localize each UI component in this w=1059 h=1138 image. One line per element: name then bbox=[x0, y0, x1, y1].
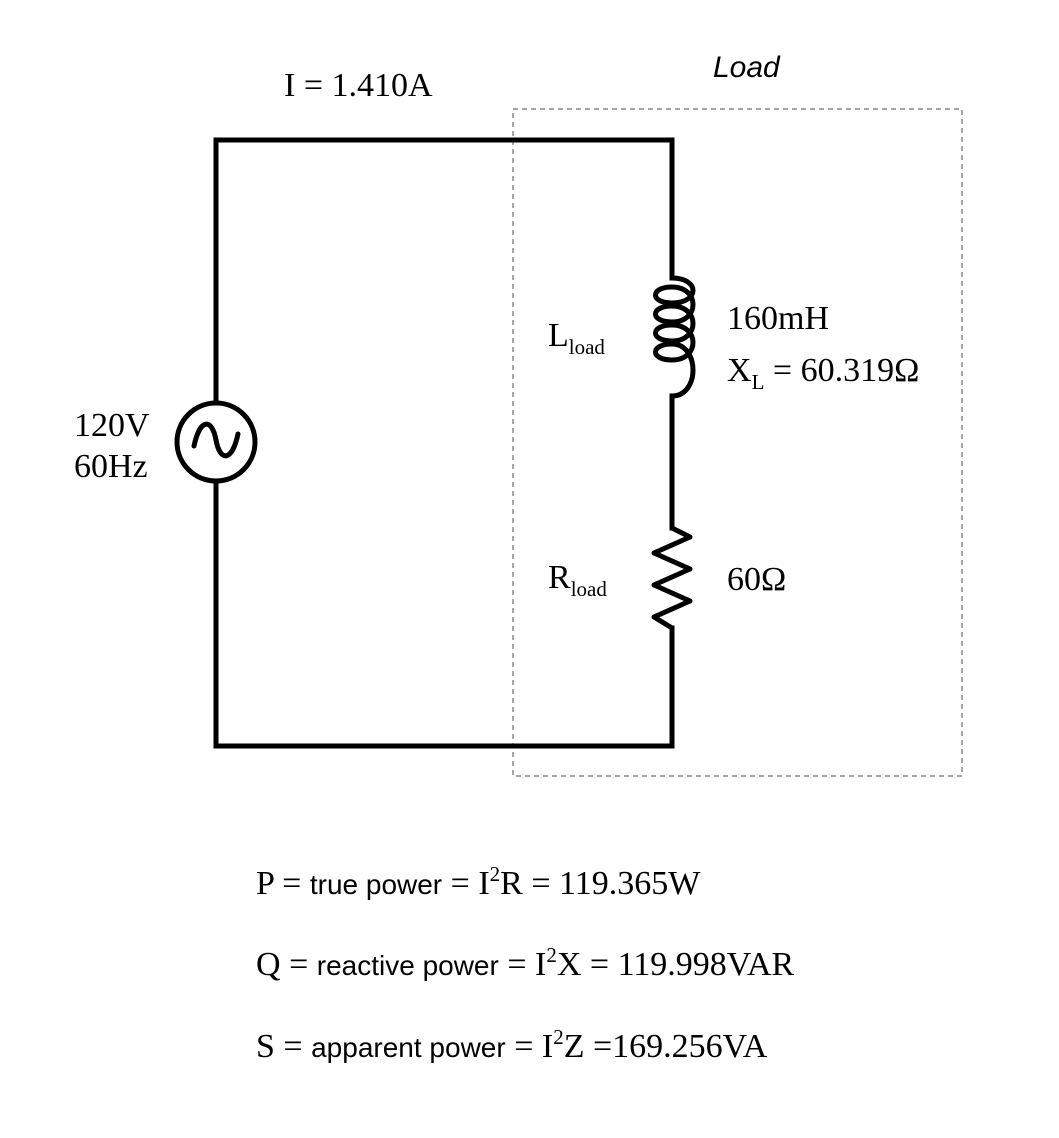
true-power-sup: 2 bbox=[490, 862, 501, 886]
inductor-coil bbox=[653, 275, 696, 399]
resistance-value: 60Ω bbox=[727, 561, 786, 598]
reactive-power-sup: 2 bbox=[546, 943, 557, 967]
resistor-name-label: Rload bbox=[548, 559, 607, 601]
reactance-sub: L bbox=[752, 370, 765, 394]
source-voltage-label: 120V bbox=[74, 407, 150, 444]
resistor-name-main: R bbox=[548, 559, 571, 596]
reactive-power-var: Q bbox=[256, 946, 281, 983]
source-frequency-label: 60Hz bbox=[74, 448, 148, 485]
sine-wave-icon bbox=[191, 421, 241, 459]
true-power-eq: = bbox=[274, 865, 310, 902]
apparent-power-var: S bbox=[256, 1028, 275, 1065]
apparent-power-equation: S = apparent power = I2Z =169.256VA bbox=[256, 1025, 768, 1065]
inductor-name-sub: load bbox=[569, 335, 606, 359]
ac-source-circle bbox=[174, 400, 258, 484]
load-boundary-box bbox=[512, 108, 963, 777]
resistor-zigzag bbox=[651, 525, 693, 631]
top-wire bbox=[213, 137, 675, 406]
inductor-name-main: L bbox=[548, 317, 569, 354]
true-power-equation: P = true power = I2R = 119.365W bbox=[256, 862, 701, 902]
apparent-power-eq: = bbox=[275, 1028, 311, 1065]
reactance-main: X bbox=[727, 352, 752, 389]
reactance-rest: = 60.319Ω bbox=[764, 352, 919, 389]
inductor-name-label: Lload bbox=[548, 317, 605, 359]
apparent-power-eq2: = I bbox=[506, 1028, 554, 1065]
inductance-value: 160mH bbox=[727, 300, 829, 337]
reactive-power-equation: Q = reactive power = I2X = 119.998VAR bbox=[256, 943, 795, 983]
load-label: Load bbox=[713, 51, 781, 84]
reactive-power-eq2: = I bbox=[499, 946, 547, 983]
reactance-label: XL = 60.319Ω bbox=[727, 352, 919, 394]
true-power-eq2: = I bbox=[442, 865, 490, 902]
true-power-rest: R = 119.365W bbox=[500, 865, 701, 902]
true-power-desc: true power bbox=[310, 869, 442, 900]
true-power-var: P bbox=[256, 865, 274, 902]
reactive-power-rest: X = 119.998VAR bbox=[557, 946, 795, 983]
apparent-power-desc: apparent power bbox=[311, 1032, 506, 1063]
reactive-power-desc: reactive power bbox=[317, 950, 499, 981]
ac-source bbox=[174, 400, 258, 484]
current-label: I = 1.410A bbox=[284, 67, 433, 104]
bottom-wire bbox=[213, 478, 675, 749]
apparent-power-rest: Z =169.256VA bbox=[564, 1028, 768, 1065]
resistor-name-sub: load bbox=[571, 577, 608, 601]
apparent-power-sup: 2 bbox=[553, 1025, 564, 1049]
reactive-power-eq: = bbox=[281, 946, 317, 983]
